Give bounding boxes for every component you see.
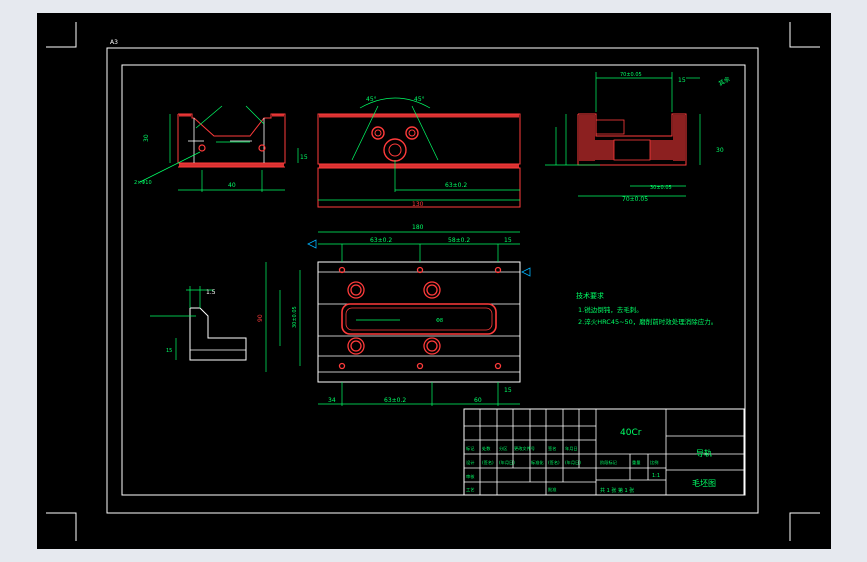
title-part-name: 导轨 — [696, 448, 712, 458]
tb-cell-7: (签名) — [482, 459, 494, 466]
tb-cell-16: 工艺 — [466, 487, 474, 492]
side-view: 45° 45° 63±0.2 130 — [317, 96, 521, 208]
outer-frame — [106, 47, 759, 514]
dim-section-70: 70±0.05 — [620, 72, 642, 78]
tb-cell-6: 设计 — [466, 459, 474, 466]
model-space — [37, 13, 831, 549]
inner-frame — [121, 64, 746, 496]
tb-cell-15: 审核 — [466, 473, 475, 480]
dim-top-tol: 30±0.05 — [292, 306, 298, 328]
title-material: 40Cr — [620, 428, 642, 438]
dim-section-height: 30 — [716, 147, 724, 154]
crop-marks — [46, 22, 820, 541]
dim-front-hole: 2×Φ10 — [134, 180, 152, 186]
dim-top-width: 180 — [412, 224, 424, 231]
title-block: 40Cr 导轨 毛坯图 1:1 共 1 张 第 1 张 标记 处数 分区 更改文… — [463, 408, 745, 496]
dim-side-width: 130 — [412, 201, 424, 208]
dim-section-70b: 70±0.05 — [622, 196, 648, 203]
dim-side-angle-right: 45° — [414, 96, 425, 103]
dim-top-height: 90 — [257, 314, 264, 322]
dim-top-63: 63±0.2 — [370, 237, 392, 244]
front-view: 30 40 15 2×Φ10 — [134, 105, 308, 192]
dim-front-40: 40 — [228, 182, 236, 189]
tb-cell-2: 分区 — [499, 445, 507, 452]
dim-top-34: 34 — [328, 397, 336, 404]
section-view: 70±0.05 15 其余 70±0.05 30±0.05 30 — [545, 72, 731, 203]
dim-front-height: 30 — [143, 134, 150, 142]
tb-cell-5: 年月日 — [565, 445, 578, 452]
tb-cell-9: 标准化 — [531, 459, 544, 466]
tb-cell-10: (签名) — [548, 459, 560, 466]
tb-cell-4: 签名 — [548, 445, 556, 452]
title-sheet-info: 共 1 张 第 1 张 — [600, 487, 634, 494]
title-drawing-type: 毛坯图 — [692, 478, 716, 488]
dim-detail-15: 15 — [166, 348, 172, 354]
dim-top-60: 60 — [474, 397, 482, 404]
tb-cell-13: 重量 — [632, 459, 640, 466]
tb-cell-8: (年月日) — [499, 459, 515, 466]
tb-cell-11: (年月日) — [565, 459, 581, 466]
tb-cell-0: 标记 — [466, 445, 475, 452]
dim-front-15: 15 — [300, 154, 308, 161]
dim-section-tol: 30±0.05 — [650, 185, 672, 191]
dim-side-63: 63±0.2 — [445, 182, 467, 189]
tb-cell-12: 阶段标记 — [600, 459, 618, 466]
sheet-size-label: A3 — [110, 39, 118, 46]
dim-side-angle-left: 45° — [366, 96, 377, 103]
tb-cell-17: 批准 — [548, 486, 556, 493]
technical-notes: 技术要求 1.锐边倒钝，去毛刺。 2.淬火HRC45~50，磨削前时效处理消除应… — [576, 291, 717, 326]
tb-cell-3: 更改文件号 — [514, 445, 535, 452]
top-view: 180 63±0.2 58±0.2 15 90 30±0.05 Φ8 34 63… — [257, 224, 531, 406]
title-scale: 1:1 — [652, 473, 660, 479]
tb-cell-1: 处数 — [482, 445, 491, 452]
tb-cell-14: 比例 — [650, 459, 658, 466]
note-item-2: 2.淬火HRC45~50，磨削前时效处理消除应力。 — [578, 317, 717, 326]
dim-top-15b: 15 — [504, 387, 512, 394]
dim-top-58: 58±0.2 — [448, 237, 470, 244]
detail-view: 1.5 15 — [150, 286, 247, 361]
dim-top-slot: Φ8 — [436, 318, 443, 324]
dim-section-10: 15 — [678, 77, 686, 84]
note-item-1: 1.锐边倒钝，去毛刺。 — [578, 305, 643, 314]
dim-top-15: 15 — [504, 237, 512, 244]
dim-detail-1-5: 1.5 — [206, 289, 216, 296]
notes-title: 技术要求 — [576, 291, 604, 300]
dim-top-63b: 63±0.2 — [384, 397, 406, 404]
